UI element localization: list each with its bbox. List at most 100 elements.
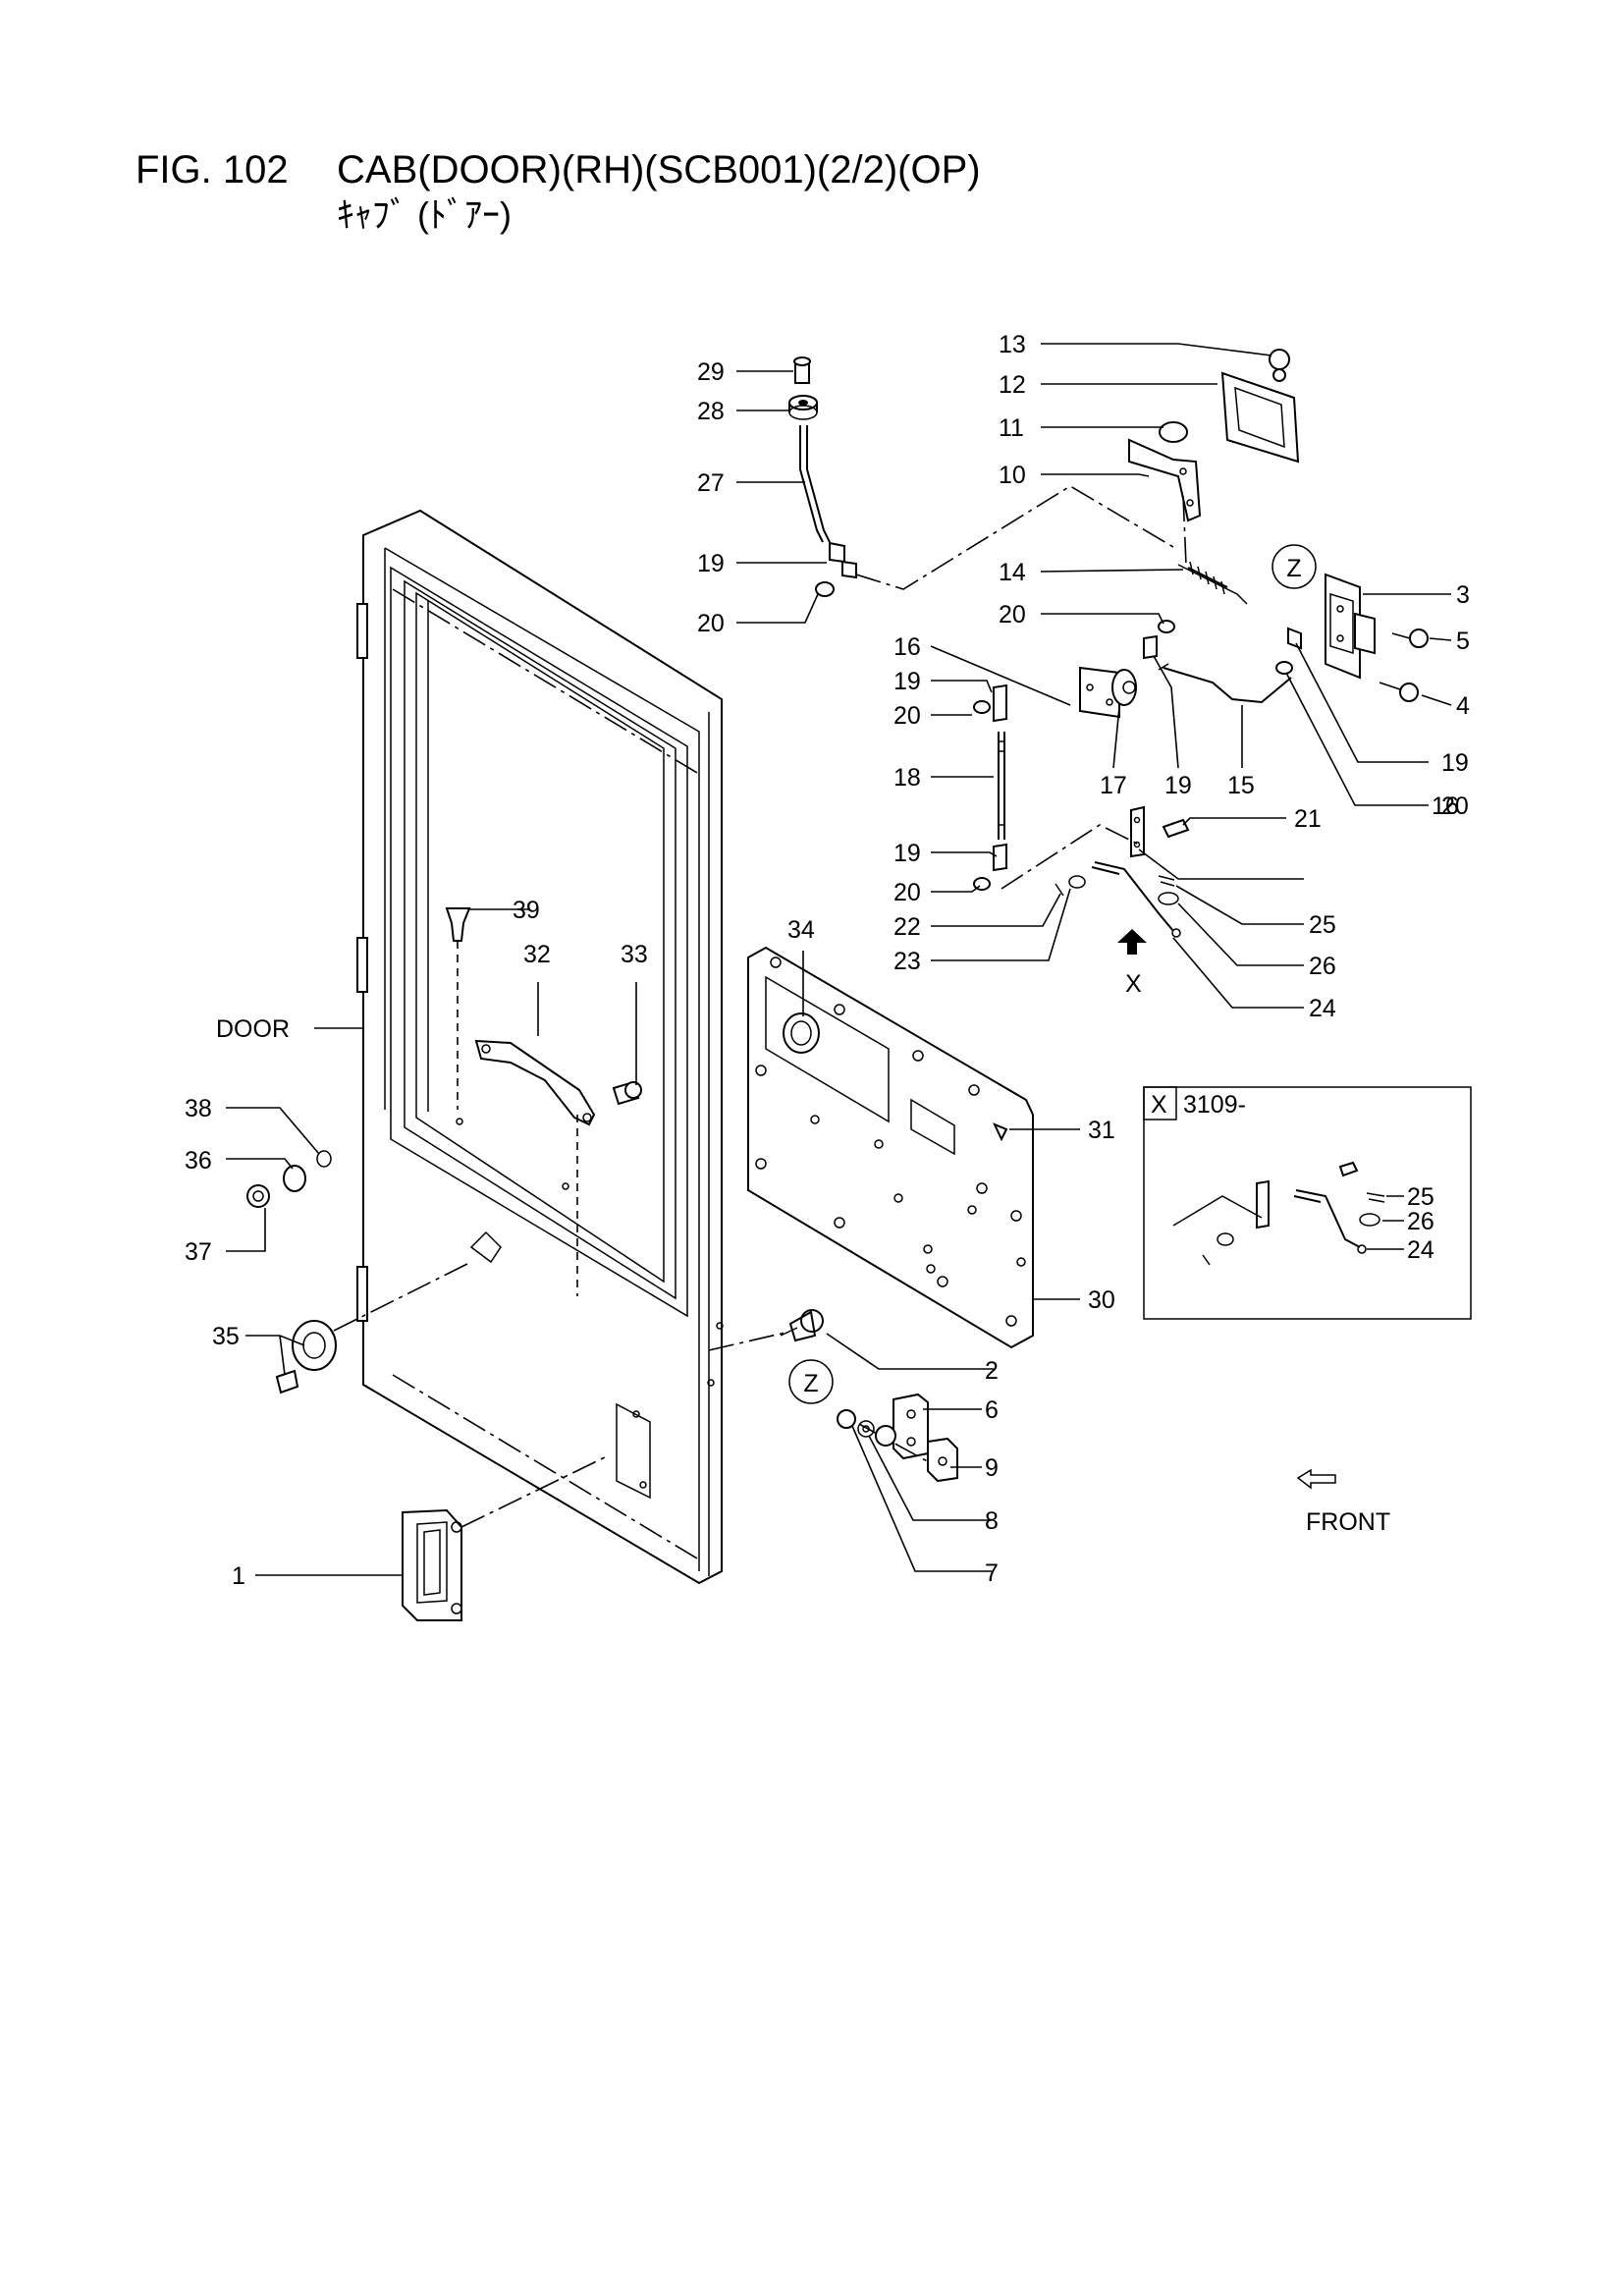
callout-3: 3 bbox=[1456, 581, 1470, 609]
figure-subtitle: ｷｬﾌﾞ (ﾄﾞｱｰ) bbox=[337, 194, 512, 235]
part-rod-18 bbox=[998, 732, 1005, 840]
front-arrow-icon bbox=[1296, 1468, 1336, 1490]
callout-22: 22 bbox=[893, 913, 921, 941]
callout-19: 19 bbox=[697, 550, 725, 577]
callout-17: 17 bbox=[1100, 772, 1127, 799]
callout-36: 36 bbox=[185, 1147, 212, 1175]
part-washer-38 bbox=[316, 1150, 332, 1168]
callout-19: 19 bbox=[1441, 749, 1469, 777]
callout-23: 23 bbox=[893, 948, 921, 975]
part-bracket-16b bbox=[1130, 805, 1145, 858]
callout-2: 2 bbox=[985, 1357, 999, 1385]
part-clip-washer bbox=[1055, 875, 1086, 897]
callout-7: 7 bbox=[985, 1559, 999, 1587]
callout-numbers: 1 2 3 4 5 6 7 8 9 10 11 12 13 14 15 16 1… bbox=[185, 331, 1470, 1590]
hinge-upper bbox=[356, 603, 368, 659]
part-outside-handle bbox=[402, 1454, 610, 1621]
callout-28: 28 bbox=[697, 398, 725, 425]
part-pins-20 bbox=[815, 581, 1293, 891]
callout-13: 13 bbox=[999, 331, 1026, 358]
callout-31: 31 bbox=[1088, 1117, 1115, 1144]
callout-26: 26 bbox=[1407, 1208, 1434, 1235]
part-door-lock bbox=[1325, 573, 1429, 702]
part-bracket-16 bbox=[1079, 666, 1120, 719]
callout-20: 20 bbox=[893, 879, 921, 906]
part-rod-15 bbox=[1158, 663, 1292, 704]
figure-title: FIG. 102 CAB(DOOR)(RH)(SCB001)(2/2)(OP) … bbox=[135, 147, 981, 328]
part-clip-31 bbox=[993, 1122, 1008, 1142]
callout-26: 26 bbox=[1309, 953, 1336, 980]
callout-18: 18 bbox=[893, 764, 921, 792]
callout-15: 15 bbox=[1227, 772, 1255, 799]
callout-29: 29 bbox=[697, 358, 725, 386]
callout-24: 24 bbox=[1407, 1236, 1434, 1264]
callout-19: 19 bbox=[1164, 772, 1192, 799]
callout-34: 34 bbox=[787, 916, 815, 944]
callout-11: 11 bbox=[999, 414, 1024, 442]
callout-21: 21 bbox=[1294, 805, 1322, 833]
part-pin-21 bbox=[1162, 818, 1190, 839]
part-clips-19 bbox=[829, 541, 1302, 872]
hinge-lower bbox=[356, 1266, 368, 1322]
figure-name: CAB(DOOR)(RH)(SCB001)(2/2)(OP) bbox=[337, 148, 981, 191]
callout-20: 20 bbox=[1441, 793, 1469, 820]
part-lock-knob bbox=[1111, 669, 1137, 706]
callout-10: 10 bbox=[999, 462, 1026, 489]
part-nut-37 bbox=[246, 1184, 270, 1208]
view-x-label: X bbox=[1125, 970, 1142, 998]
callout-20: 20 bbox=[893, 702, 921, 730]
callout-33: 33 bbox=[621, 941, 648, 968]
part-rod-27 bbox=[799, 425, 831, 543]
part-striker bbox=[708, 1309, 824, 1351]
callout-4: 4 bbox=[1456, 692, 1470, 720]
callout-19: 19 bbox=[893, 840, 921, 867]
part-bolt-33 bbox=[612, 1080, 642, 1106]
callout-16: 16 bbox=[893, 633, 921, 661]
door-panel bbox=[356, 509, 724, 1585]
callout-16: 16 bbox=[1432, 793, 1459, 820]
part-spring-rod bbox=[1177, 561, 1248, 605]
part-grommet-34 bbox=[783, 1012, 820, 1054]
zone-z-label: Z bbox=[1286, 555, 1301, 582]
zone-z-label: Z bbox=[803, 1370, 818, 1397]
callout-8: 8 bbox=[985, 1507, 999, 1535]
detail-serial: 3109- bbox=[1183, 1091, 1246, 1119]
part-bolt-29 bbox=[793, 356, 811, 384]
part-washer-26 bbox=[1158, 892, 1179, 905]
detail-view-x: X 3109- 25 26 24 bbox=[1143, 1086, 1472, 1320]
hinge-middle bbox=[356, 937, 368, 993]
part-grab-handle bbox=[474, 1039, 596, 1126]
detail-x-label: X bbox=[1151, 1091, 1167, 1119]
callout-20: 20 bbox=[999, 601, 1026, 629]
front-label: FRONT bbox=[1306, 1508, 1390, 1536]
callout-12: 12 bbox=[999, 371, 1026, 399]
callout-39: 39 bbox=[513, 897, 540, 924]
part-brackets-6-9 bbox=[858, 1393, 958, 1483]
panel-holes bbox=[755, 957, 1026, 1327]
part-pin-25 bbox=[1158, 875, 1175, 887]
part-inside-handle-cover bbox=[1220, 349, 1300, 464]
callout-35: 35 bbox=[212, 1323, 240, 1350]
callout-6: 6 bbox=[985, 1396, 999, 1424]
door-label: DOOR bbox=[216, 1015, 290, 1043]
part-door-cup bbox=[275, 1230, 502, 1394]
callout-9: 9 bbox=[985, 1454, 999, 1482]
part-bushing-28 bbox=[788, 395, 818, 420]
part-rod-24 bbox=[1091, 861, 1181, 938]
callout-5: 5 bbox=[1456, 628, 1470, 655]
callout-19: 19 bbox=[893, 668, 921, 695]
callout-20: 20 bbox=[697, 610, 725, 637]
part-bolt-washer bbox=[837, 1409, 896, 1447]
callout-38: 38 bbox=[185, 1095, 212, 1122]
part-bracket-10-11 bbox=[1128, 421, 1202, 522]
leader-lines bbox=[226, 343, 1452, 1576]
callout-25: 25 bbox=[1309, 911, 1336, 939]
interior-panel bbox=[747, 946, 1034, 1349]
callout-27: 27 bbox=[697, 469, 725, 497]
view-x-arrow bbox=[1117, 929, 1147, 955]
callout-1: 1 bbox=[232, 1562, 245, 1590]
callout-24: 24 bbox=[1309, 995, 1336, 1022]
callout-25: 25 bbox=[1407, 1183, 1434, 1211]
callout-14: 14 bbox=[999, 559, 1026, 586]
